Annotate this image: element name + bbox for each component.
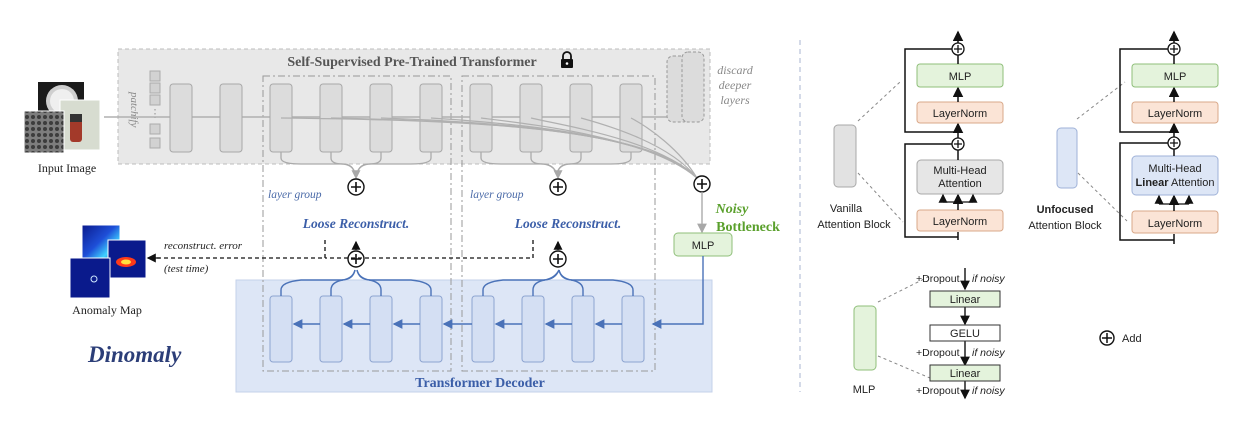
encoder-merge-2	[480, 152, 632, 180]
if-noisy-2: if noisy	[972, 347, 1005, 359]
encoder-merge-1	[280, 152, 432, 180]
dropout-2: +Dropout	[916, 347, 960, 359]
linear-box-1	[929, 290, 1001, 308]
noisy-label: Noisy	[715, 202, 749, 217]
encoder-region	[117, 48, 711, 165]
discarded-layers	[666, 51, 705, 123]
lock-icon	[561, 51, 573, 68]
vanilla-label-1: Vanilla	[830, 203, 863, 215]
linear-label-2: Linear	[950, 368, 981, 380]
reconstruction-error-path	[146, 240, 534, 263]
dropout-3: +Dropout	[916, 385, 960, 397]
unfocused-label-2: Attention Block	[1028, 220, 1102, 232]
discard-line-2: deeper	[719, 78, 752, 92]
patch-tokens	[149, 70, 161, 149]
add-legend-icon	[1099, 330, 1115, 346]
discard-line-1: discard	[717, 63, 754, 77]
linear-bold: Linear	[1136, 177, 1170, 189]
vanilla-label-2: Attention Block	[817, 219, 891, 231]
decoder-merge-1	[280, 269, 432, 296]
bottleneck-feature-curves	[280, 117, 698, 179]
layer-group-box-2	[461, 75, 656, 372]
unfocused-block-diagram	[1119, 30, 1219, 244]
layer-group-label-2: layer group	[470, 189, 524, 201]
decoder-layers	[269, 295, 645, 363]
svg-text:⋮: ⋮	[150, 108, 161, 120]
layer-group-label-1: layer group	[268, 189, 322, 201]
unfocused-mha-line-1: Multi-Head	[1148, 163, 1201, 175]
vanilla-layernorm-bottom: LayerNorm	[933, 216, 987, 228]
vanilla-mha-line-1: Multi-Head	[933, 165, 986, 177]
if-noisy-3: if noisy	[972, 385, 1005, 397]
bottleneck-label: Bottleneck	[716, 220, 780, 235]
encoder-title: Self-Supervised Pre-Trained Transformer	[287, 55, 536, 70]
decoder-merge-2	[482, 269, 634, 296]
unfocused-layernorm-top: LayerNorm	[1148, 108, 1202, 120]
add-icon-encoder-1	[347, 178, 365, 196]
dinomaly-logo: Dinomaly	[87, 342, 182, 367]
vanilla-block-diagram	[904, 30, 1004, 240]
gelu-box	[929, 324, 1001, 342]
add-icon-bottleneck	[693, 175, 711, 193]
vanilla-layernorm-top: LayerNorm	[933, 108, 987, 120]
linear-label-1: Linear	[950, 294, 981, 306]
dropout-1: +Dropout	[916, 273, 960, 285]
linear-box-2	[929, 364, 1001, 382]
decoder-title: Transformer Decoder	[415, 376, 545, 391]
loose-reconstruct-label-1: Loose Reconstruct.	[302, 216, 410, 231]
add-icon-encoder-2	[549, 178, 567, 196]
unfocused-label-bold: Unfocused	[1037, 204, 1094, 216]
mlp-block-icon	[853, 305, 877, 371]
layer-group-box-1	[262, 75, 452, 372]
unfocused-mlp-label: MLP	[1164, 71, 1187, 83]
patchify-label: patchify	[128, 91, 140, 128]
unfocused-block-icon	[1056, 127, 1078, 189]
add-legend-label: Add	[1122, 333, 1142, 345]
if-noisy-1: if noisy	[972, 273, 1005, 285]
recon-error-line-2: (test time)	[164, 263, 209, 275]
unfocused-layernorm-bottom: LayerNorm	[1148, 218, 1202, 230]
loose-reconstruct-label-2: Loose Reconstruct.	[514, 216, 622, 231]
add-icon-decoder-2	[549, 250, 567, 268]
recon-error-line-1: reconstruct. error	[164, 240, 243, 252]
anomaly-map-image	[69, 224, 147, 299]
gelu-label: GELU	[950, 328, 980, 340]
vanilla-mlp-label: MLP	[949, 71, 972, 83]
input-image-label: Input Image	[38, 161, 96, 175]
discard-line-3: layers	[720, 93, 750, 107]
input-image	[23, 82, 101, 154]
attention-word: Attention	[1171, 177, 1214, 189]
mlp-caption: MLP	[853, 384, 876, 396]
vanilla-block-icon	[833, 124, 857, 188]
bottleneck-mlp-label: MLP	[692, 240, 715, 252]
vanilla-mha-line-2: Attention	[938, 178, 981, 190]
anomaly-map-label: Anomaly Map	[72, 303, 142, 317]
unfocused-mha-line-2: Linear Attention	[1136, 177, 1215, 189]
add-icon-decoder-1	[347, 250, 365, 268]
